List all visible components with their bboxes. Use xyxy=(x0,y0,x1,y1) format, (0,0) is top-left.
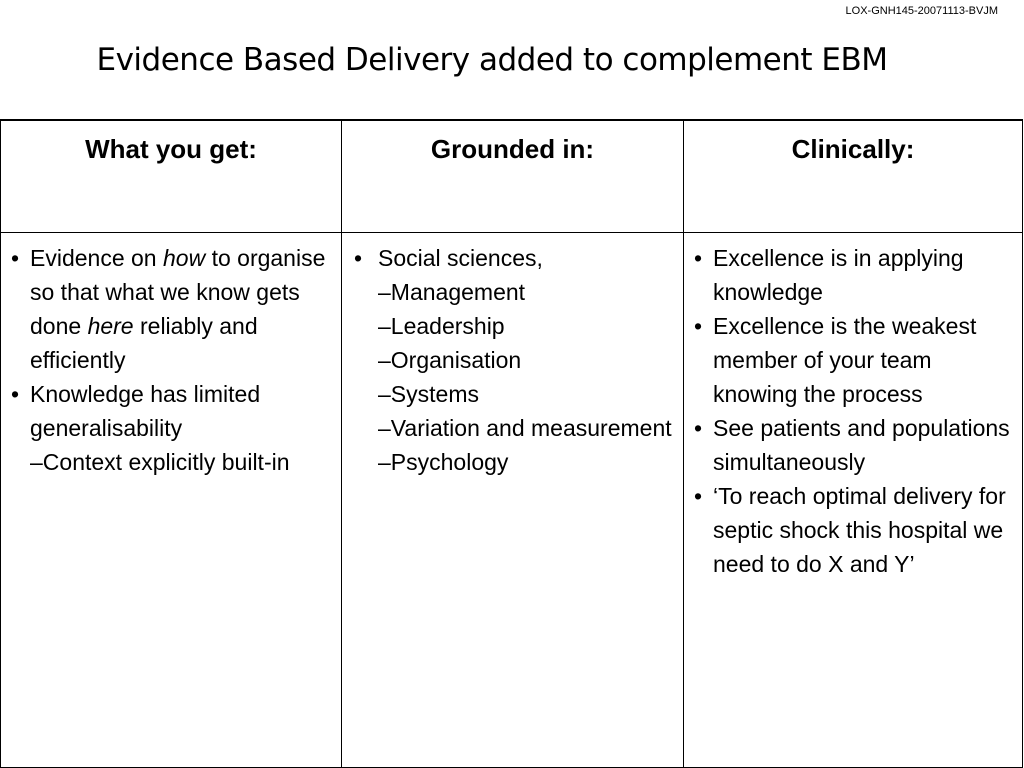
slide-title: Evidence Based Delivery added to complem… xyxy=(96,42,889,78)
bullet-icon: • xyxy=(11,245,20,271)
sub-item: –Psychology xyxy=(378,449,509,475)
sub-item: –Management xyxy=(378,279,526,305)
sub-item: –Variation and measurement xyxy=(378,415,672,441)
cell-clinically: • Excellence is in applying knowledge • … xyxy=(684,233,1022,768)
cell-what-you-get: • Evidence on how to organise so that wh… xyxy=(1,233,342,768)
bullet-text: Excellence is in applying knowledge xyxy=(713,245,964,305)
sub-item: –Organisation xyxy=(378,347,522,373)
bullet-text: ‘To reach optimal delivery for septic sh… xyxy=(713,483,1006,577)
emphasis-how: how xyxy=(162,245,206,271)
bullet-text: Knowledge has limited generalisability xyxy=(30,381,261,441)
comparison-table: What you get: Grounded in: Clinically: •… xyxy=(0,119,1023,768)
bullet-text: Evidence on how to organise so that what… xyxy=(30,245,326,373)
list-item: • ‘To reach optimal delivery for septic … xyxy=(694,479,1018,581)
list-item: • Knowledge has limited generalisability xyxy=(11,377,337,445)
cell-grounded-in: • Social sciences, –Management –Leadersh… xyxy=(342,233,684,768)
bullet-text: See patients and populations simultaneou… xyxy=(713,415,1010,475)
reference-code: LOX-GNH145-20071113-BVJM xyxy=(845,5,998,17)
bullet-icon: • xyxy=(11,381,20,407)
header-what-you-get: What you get: xyxy=(1,121,342,233)
list-item: • Social sciences, –Management –Leadersh… xyxy=(354,241,679,479)
bullet-text: Social sciences, –Management –Leadership… xyxy=(378,241,679,479)
bullet-icon: • xyxy=(354,245,363,271)
bullet-text: Excellence is the weakest member of your… xyxy=(713,313,977,407)
list-item: • See patients and populations simultane… xyxy=(694,411,1018,479)
list-item: • Excellence is the weakest member of yo… xyxy=(694,309,1018,411)
bullet-icon: • xyxy=(694,415,703,441)
emphasis-here: here xyxy=(87,313,134,339)
sub-item: –Context explicitly built-in xyxy=(30,449,290,475)
header-grounded-in: Grounded in: xyxy=(342,121,684,233)
list-item: • Evidence on how to organise so that wh… xyxy=(11,241,337,377)
header-clinically: Clinically: xyxy=(684,121,1022,233)
sub-item: –Leadership xyxy=(378,313,505,339)
bullet-icon: • xyxy=(694,483,703,509)
bullet-icon: • xyxy=(694,313,703,339)
bullet-icon: • xyxy=(694,245,703,271)
list-item: • Excellence is in applying knowledge xyxy=(694,241,1018,309)
sub-item: –Systems xyxy=(378,381,479,407)
